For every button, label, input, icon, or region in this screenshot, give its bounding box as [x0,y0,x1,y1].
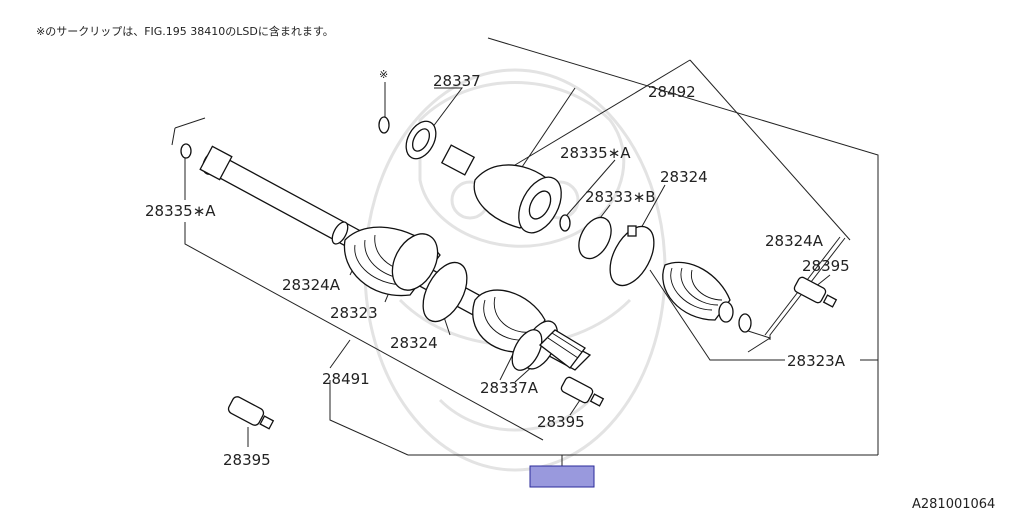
callout-28323[interactable]: 28323 [330,304,378,322]
callout-28335a-left[interactable]: 28335∗A [145,202,216,220]
band-28324-right [609,225,655,287]
callout-28491[interactable]: 28491 [322,370,370,388]
boot-right [662,261,734,323]
callout-28333b[interactable]: 28333∗B [585,188,656,206]
callout-28492[interactable]: 28492 [648,83,696,101]
callout-28337-top[interactable]: 28337 [433,72,481,90]
dust-cap-left [227,396,275,430]
assembly-highlight-box[interactable] [529,465,595,488]
dust-cap-right [793,276,838,308]
callout-28335a-mid[interactable]: 28335∗A [560,144,631,162]
callout-28324-right[interactable]: 28324 [660,168,708,186]
callout-28395-left[interactable]: 28395 [223,451,271,469]
circlip-left [180,143,192,159]
figure-code: A281001064 [912,497,995,512]
callout-28395-mid[interactable]: 28395 [537,413,585,431]
band-28324a-right [738,313,752,333]
callout-asterisk: ※ [379,68,388,81]
callout-labels: ※ 28337 28492 28335∗A 28324 28333∗B 2833… [145,68,850,469]
callout-28395-right[interactable]: 28395 [802,257,850,275]
callout-28337a[interactable]: 28337A [480,379,539,397]
circlip-mid [559,214,571,232]
spline-end [539,329,586,369]
dust-cap-mid [560,376,605,407]
callout-28324a-right[interactable]: 28324A [765,232,824,250]
oring-28333 [578,216,612,260]
outer-boot-mid [472,289,559,371]
callout-28324-mid[interactable]: 28324 [390,334,438,352]
band-clamps-left [331,221,468,323]
inner-joint-housing [378,116,562,234]
inner-boot-left [343,226,441,297]
header-note: ※のサークリップは、FIG.195 38410のLSDに含まれます。 [36,24,334,38]
leader-lines [171,37,879,467]
callout-28324a-left[interactable]: 28324A [282,276,341,294]
callout-28323a[interactable]: 28323A [787,352,846,370]
